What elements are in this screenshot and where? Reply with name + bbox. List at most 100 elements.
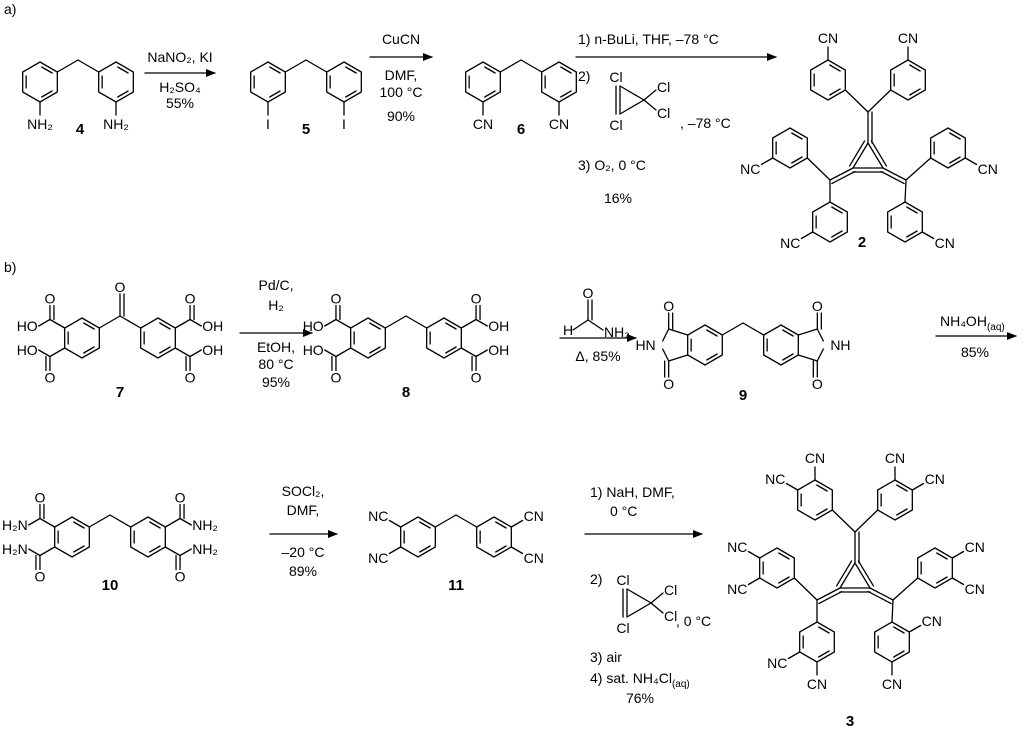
bond xyxy=(921,231,935,240)
oxygen-label: O xyxy=(35,490,46,506)
condition-text: , –78 °C xyxy=(680,115,731,131)
substituent-label: I xyxy=(342,116,346,132)
bond xyxy=(305,59,328,73)
double-bond xyxy=(831,170,856,185)
bond xyxy=(572,319,589,331)
aromatic-bond xyxy=(484,90,496,98)
compound-number-6: 6 xyxy=(517,121,525,138)
reagent-text: DMF, xyxy=(385,67,418,83)
aromatic-bond xyxy=(369,346,381,354)
substituent-label: NC xyxy=(767,655,787,671)
double-bond xyxy=(880,170,905,185)
aromatic-bond xyxy=(149,521,161,529)
benzene-ring xyxy=(350,317,386,359)
bond xyxy=(49,347,66,358)
bond xyxy=(405,315,428,329)
bond xyxy=(760,157,774,166)
compound-number-3: 3 xyxy=(846,713,854,730)
substituent-label: CN xyxy=(965,539,985,555)
benzene-ring xyxy=(326,61,362,103)
benzene-ring xyxy=(917,547,953,589)
benzene-ring xyxy=(250,61,286,103)
yield-text: 90% xyxy=(387,108,415,124)
double-bond xyxy=(839,562,856,589)
oxygen-label: O xyxy=(471,370,482,386)
aromatic-bond xyxy=(778,576,790,584)
bond xyxy=(189,318,202,327)
bond xyxy=(510,519,524,528)
substituent-label: CN xyxy=(935,235,955,251)
bond xyxy=(747,550,761,559)
benzene-ring xyxy=(465,61,501,103)
bond xyxy=(179,517,192,526)
bond xyxy=(39,517,56,528)
benzene-ring xyxy=(877,479,913,521)
bond xyxy=(806,157,831,181)
imide-nh-label: NH xyxy=(830,337,850,353)
aromatic-bond xyxy=(83,346,95,354)
compound-number-4: 4 xyxy=(76,121,85,138)
reagent-text: 2) xyxy=(590,571,602,587)
oxygen-label: O xyxy=(185,370,196,386)
chlorine-label: Cl xyxy=(664,582,677,598)
bond xyxy=(434,514,457,528)
double-bond xyxy=(852,142,869,169)
oxygen-label: O xyxy=(45,370,56,386)
amine-label: NH₂ xyxy=(604,324,630,340)
substituent-label: CN xyxy=(807,676,827,692)
bond xyxy=(324,349,337,358)
reagent-text: 4) sat. NH₄Cl(aq) xyxy=(590,670,690,690)
aromatic-bond xyxy=(829,88,841,96)
condition-text: –20 °C xyxy=(282,544,325,560)
double-bond xyxy=(818,590,843,605)
substituent-label: NH₂ xyxy=(192,517,218,533)
benzene-ring xyxy=(541,61,577,103)
bond xyxy=(98,315,121,329)
aromatic-bond xyxy=(345,66,357,74)
double-bond xyxy=(857,560,875,587)
aromatic-bond xyxy=(706,353,718,361)
aromatic-bond xyxy=(73,521,85,529)
substituent-label: HO xyxy=(17,342,38,358)
compound-number-7: 7 xyxy=(116,384,124,401)
aromatic-bond xyxy=(269,90,281,98)
chlorine-label: Cl xyxy=(657,79,670,95)
substituent-label: NC xyxy=(368,550,388,566)
yield-text: 89% xyxy=(289,563,317,579)
oxygen-label: O xyxy=(35,569,46,585)
reagent-text: NaNO₂, KI xyxy=(147,49,212,65)
substituent-label: CN xyxy=(885,450,905,466)
substituent-label: CN xyxy=(925,471,945,487)
substituent-label: CN xyxy=(978,161,998,177)
bond xyxy=(785,482,799,491)
substituent-label: H₂N xyxy=(2,517,28,533)
oxygen-label: O xyxy=(45,291,56,307)
double-bond xyxy=(882,167,907,181)
benzene-ring xyxy=(687,324,723,366)
benzene-ring xyxy=(140,317,176,359)
reagent-text: DMF, xyxy=(287,502,320,518)
aromatic-bond xyxy=(445,346,457,354)
chlorine-label: Cl xyxy=(609,117,622,133)
benzene-ring xyxy=(797,479,833,521)
benzene-ring xyxy=(426,317,462,359)
bond xyxy=(335,347,352,358)
aromatic-bond xyxy=(117,66,129,74)
aromatic-bond xyxy=(782,329,794,337)
benzene-ring xyxy=(98,61,134,103)
bond xyxy=(626,588,652,604)
bond xyxy=(384,315,407,329)
benzene-ring xyxy=(759,547,795,589)
aromatic-bond xyxy=(818,650,830,658)
double-bond xyxy=(870,140,888,167)
section-label-a: a) xyxy=(4,1,16,17)
reagent-text: H₂ xyxy=(268,297,284,313)
condition-text: 100 °C xyxy=(380,84,423,100)
chlorine-label: Cl xyxy=(609,69,622,85)
aromatic-bond xyxy=(896,484,908,492)
aromatic-bond xyxy=(159,346,171,354)
compound-number-5: 5 xyxy=(302,121,310,138)
benzene-ring xyxy=(799,621,835,663)
bond xyxy=(619,99,645,115)
